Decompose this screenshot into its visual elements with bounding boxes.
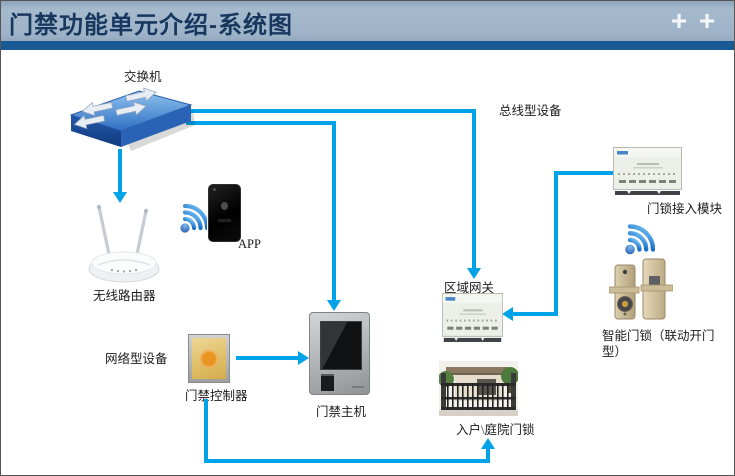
host-screen — [320, 321, 362, 370]
controller-face — [192, 338, 226, 379]
wifi-icon — [163, 195, 210, 241]
connector-controller-gate-v2 — [486, 449, 490, 463]
gateway-device — [442, 293, 503, 343]
phone-text-line — [218, 219, 231, 222]
arrowhead-right-host — [298, 351, 309, 365]
label-switch: 交换机 — [124, 70, 162, 84]
smartphone-icon — [208, 184, 241, 242]
host-card-reader — [321, 374, 334, 391]
page-title: 门禁功能单元介绍-系统图 — [9, 12, 293, 39]
connector-switch-host-v — [332, 121, 336, 301]
connector-switch-host-h — [186, 121, 336, 125]
access-controller-device — [188, 334, 230, 383]
connector-controller-gate-v1 — [204, 399, 208, 463]
label-network-devices: 网络型设备 — [105, 352, 168, 366]
label-bus-devices: 总线型设备 — [499, 104, 562, 118]
label-router: 无线路由器 — [93, 289, 156, 303]
connector-module-h — [556, 171, 613, 175]
connector-controller-host — [236, 356, 298, 360]
label-gateway: 区域网关 — [444, 281, 495, 295]
controller-led-ring — [200, 349, 218, 368]
phone-logo — [221, 202, 228, 210]
arrowhead-down-gateway — [467, 268, 481, 279]
header-band: 门禁功能单元介绍-系统图 + + — [1, 1, 734, 41]
expand-plus-icon[interactable]: + — [670, 5, 688, 36]
arrowhead-down-router — [113, 192, 127, 203]
connector-switch-router — [118, 149, 122, 193]
smart-lock-icon — [608, 249, 674, 325]
wireless-router-icon — [86, 199, 166, 287]
connector-module-gateway-h — [513, 312, 558, 316]
courtyard-gate-photo — [438, 361, 519, 416]
lock-module-device — [613, 147, 682, 196]
host-brand-mark — [352, 386, 364, 388]
label-controller: 门禁控制器 — [185, 389, 248, 403]
access-host-device — [309, 312, 370, 395]
label-gate: 入户\庭院门锁 — [456, 423, 535, 437]
expand-plus-icon[interactable]: + — [698, 5, 716, 36]
label-smart-lock: 智能门锁（联动开门型） — [602, 329, 715, 360]
label-lock-module: 门锁接入模块 — [647, 202, 723, 216]
connector-switch-gateway-v — [472, 109, 476, 269]
connector-module-v — [554, 171, 558, 316]
arrowhead-down-host — [327, 300, 341, 311]
arrowhead-left-gateway — [502, 307, 513, 321]
label-app: APP — [238, 237, 261, 251]
network-switch-icon — [65, 85, 195, 153]
arrowhead-up-gate — [481, 438, 495, 449]
label-host: 门禁主机 — [316, 405, 367, 419]
header-accent-bar — [1, 41, 734, 50]
connector-switch-gateway-h — [186, 109, 476, 113]
wifi-icon — [605, 215, 656, 263]
connector-controller-gate-h — [204, 459, 490, 463]
phone-camera-dot — [213, 188, 216, 191]
